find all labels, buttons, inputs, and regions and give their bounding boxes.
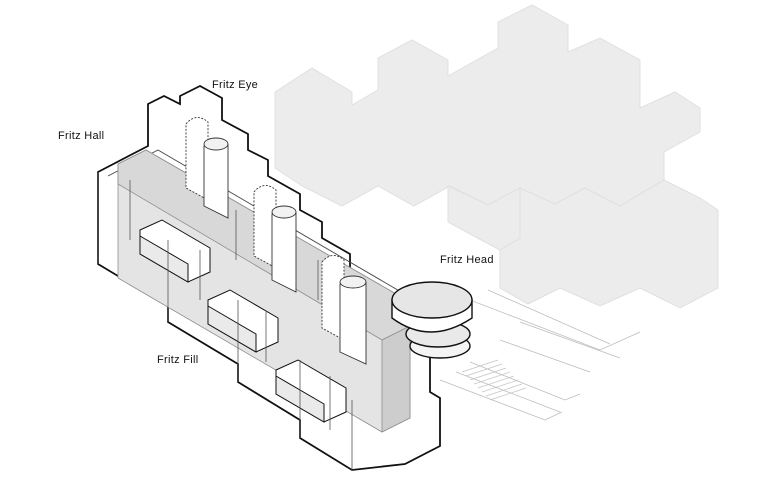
cylinder-pair-1 (185, 117, 229, 219)
context-buildings (274, 4, 719, 309)
cylinder-pair-2 (253, 185, 297, 293)
facade-lines (97, 172, 353, 470)
site-lines (439, 289, 641, 421)
cylinder-pair-3 (321, 255, 367, 365)
fritz-head-cylinder (391, 281, 473, 359)
label-fritz-head: Fritz Head (440, 254, 494, 266)
fritz-eye-cylinders (185, 117, 367, 365)
context-building-east-wing (499, 179, 719, 309)
fritz-fill-blocks (139, 219, 347, 423)
label-fritz-fill: Fritz Fill (157, 354, 199, 366)
label-fritz-hall: Fritz Hall (58, 130, 105, 142)
label-fritz-eye: Fritz Eye (212, 79, 259, 91)
context-building-north-wing (274, 4, 701, 207)
context-building-connector (447, 185, 521, 251)
site-stairs (461, 359, 527, 401)
